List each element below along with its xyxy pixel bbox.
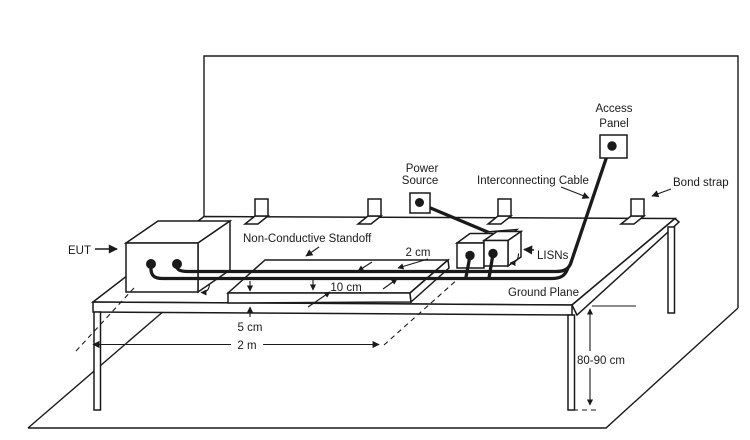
access-panel-box: [599, 134, 628, 159]
dimension-table-height-label: 80-90 cm: [577, 355, 625, 367]
floor-outline: [27, 307, 739, 429]
eut-connector-dot-left: [146, 259, 156, 269]
interconnecting-cable-pointer: [560, 186, 590, 199]
lisn-ground-hook-arrow: [509, 253, 520, 267]
eut-box: [123, 219, 233, 294]
power-source-label-line1: Power: [406, 163, 439, 175]
power-source-box: [409, 192, 431, 214]
access-panel-label-line2: Panel: [599, 118, 628, 130]
eut-ground-hook-arrow: [200, 283, 211, 296]
bond-strap-label: Bond strap: [673, 177, 729, 189]
dimension-5cm-label: 5 cm: [238, 322, 263, 334]
dimension-2m-label: 2 m: [237, 340, 256, 352]
lisn-boxes: [454, 230, 524, 280]
power-source-dot: [415, 198, 424, 207]
lisn2-connector-dot: [488, 248, 498, 259]
access-panel-label-line1: Access: [595, 103, 632, 115]
dimension-2cm-label: 2 cm: [406, 247, 431, 259]
extension-line-right: [383, 277, 460, 346]
ground-plane-label: Ground Plane: [508, 287, 579, 299]
power-source-label-line2: Source: [402, 175, 438, 187]
interconnecting-cable-label: Interconnecting Cable: [477, 175, 589, 187]
dimension-table-height: 80-90 cm: [573, 305, 636, 411]
eut-cable-path: [149, 262, 570, 281]
table-leg-rear-right: [667, 226, 676, 314]
eut-label: EUT: [68, 245, 91, 257]
dimension-10cm-label: 10 cm: [330, 282, 361, 294]
table-front-edge: [92, 301, 573, 316]
dimension-5cm: 5 cm: [238, 281, 263, 334]
bond-straps: [242, 198, 647, 225]
table-leg-front-right: [567, 314, 576, 411]
standoff-pointer-arrow: [305, 246, 320, 257]
standoff-label: Non-Conductive Standoff: [243, 233, 372, 245]
back-wall: [203, 55, 739, 308]
eut-connector-dot-right: [172, 259, 182, 269]
lisns-pointer: [523, 245, 535, 255]
power-cable-path: [419, 202, 492, 235]
lisns-label: LISNs: [537, 250, 569, 262]
bond-strap-tab: [485, 198, 514, 225]
dimension-2cm: 2 cm: [382, 247, 431, 290]
bond-strap-pointer: [651, 188, 672, 198]
table-right-edge: [571, 217, 681, 317]
labels: EUT Non-Conductive Standoff Power Source…: [68, 103, 729, 299]
bond-strap-tab: [618, 198, 647, 225]
lisn1-connector-dot: [465, 250, 475, 261]
bond-strap-tab: [355, 198, 384, 225]
dimension-10cm: 10 cm: [307, 261, 373, 308]
bond-strap-tab: [242, 198, 271, 225]
table-leg-front-left: [93, 311, 102, 411]
access-panel-dot: [607, 141, 617, 151]
dimension-2m: 2 m: [75, 277, 460, 352]
